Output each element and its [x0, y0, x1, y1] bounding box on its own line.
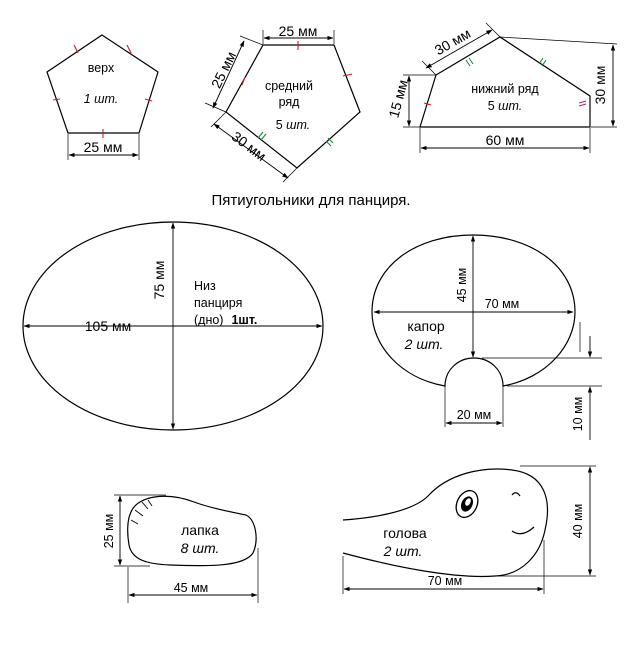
- bottom-pentagon-red-marks: [423, 102, 432, 106]
- paw-height-label: 25 мм: [102, 514, 116, 549]
- head-outline: [342, 468, 549, 578]
- paw-toe-marks: [130, 499, 153, 525]
- hood-outline: [371, 234, 576, 387]
- mouth-icon: [511, 526, 535, 535]
- nostril-icon: [511, 492, 521, 497]
- head-piece: 70 мм 40 мм голова 2 шт.: [342, 465, 596, 594]
- head-name: голова: [383, 525, 427, 541]
- paw-width-label: 45 мм: [174, 581, 209, 595]
- bottom-pentagon-qty: 5 шт.: [488, 99, 523, 113]
- middle-pentagon-bottom-dimension: [213, 123, 289, 179]
- shell-bottom-name-line2: панциря: [194, 296, 242, 310]
- paw-name: лапка: [181, 522, 219, 538]
- hood-name: капор: [407, 318, 445, 334]
- top-pentagon-width-label: 25 мм: [84, 139, 123, 155]
- middle-pentagon-name-line1: средний: [265, 79, 313, 93]
- middle-pentagon-green-marks: [257, 131, 334, 147]
- middle-pentagon-side-label: 25 мм: [208, 49, 239, 91]
- shell-bottom-name-line1: Низ: [194, 279, 216, 293]
- middle-pentagon-bottom-label: 30 мм: [229, 128, 270, 164]
- bottom-pentagon-name: нижний ряд: [471, 82, 539, 96]
- bottom-pentagon-width-label: 60 мм: [486, 132, 525, 148]
- bottom-pentagon-piece: 60 мм 30 мм 15 мм 30 мм нижний ряд 5 шт.: [385, 22, 618, 153]
- head-width-label: 70 мм: [428, 574, 463, 588]
- hood-height-label: 45 мм: [455, 268, 469, 303]
- hood-notch-depth-label: 10 мм: [571, 397, 585, 432]
- eye-icon: [455, 489, 479, 519]
- middle-pentagon-side-dimension: [212, 40, 245, 109]
- bottom-pentagon-purple-marks: [578, 100, 587, 107]
- shell-bottom-height-label: 75 мм: [151, 261, 167, 300]
- hood-width-label: 70 мм: [485, 297, 520, 311]
- paw-outline: [127, 495, 257, 567]
- shell-pentagons-caption: Пятиугольники для панциря.: [211, 192, 410, 209]
- bottom-pentagon-slant-dimension: [425, 29, 493, 69]
- middle-pentagon-top-label: 25 мм: [279, 23, 318, 39]
- top-pentagon-qty: 1 шт.: [84, 92, 119, 106]
- top-pentagon-piece: 25 мм верх 1 шт.: [46, 34, 159, 160]
- head-height-label: 40 мм: [571, 504, 585, 539]
- top-pentagon-outline: [46, 34, 159, 134]
- bottom-pentagon-side-label: 15 мм: [385, 78, 410, 120]
- paw-qty: 8 шт.: [181, 540, 220, 556]
- bottom-pentagon-height-label: 30 мм: [592, 66, 608, 105]
- paw-piece: 25 мм 45 мм лапка 8 шт.: [102, 494, 259, 603]
- shell-bottom-piece: 105 мм 75 мм Низ панциря (дно)1шт.: [22, 221, 324, 431]
- hood-piece: 20 мм 45 мм 70 мм 10 мм капор 2 шт.: [371, 234, 602, 440]
- middle-pentagon-qty: 5 шт.: [276, 118, 311, 132]
- top-pentagon-match-marks: [52, 44, 153, 138]
- shell-bottom-name-line3: (дно)1шт.: [194, 313, 257, 327]
- shell-bottom-outline: [22, 221, 324, 431]
- hood-qty: 2 шт.: [404, 336, 444, 352]
- hood-notch-width-label: 20 мм: [457, 408, 492, 422]
- middle-pentagon-name-line2: ряд: [279, 95, 301, 109]
- head-qty: 2 шт.: [383, 543, 423, 559]
- top-pentagon-name: верх: [88, 61, 115, 75]
- bottom-pentagon-slant-label: 30 мм: [432, 25, 474, 58]
- middle-pentagon-piece: 25 мм 25 мм 30 мм средний ряд 5 шт.: [204, 23, 361, 183]
- bottom-pentagon-outline: [419, 36, 591, 128]
- shell-bottom-width-label: 105 мм: [85, 318, 132, 334]
